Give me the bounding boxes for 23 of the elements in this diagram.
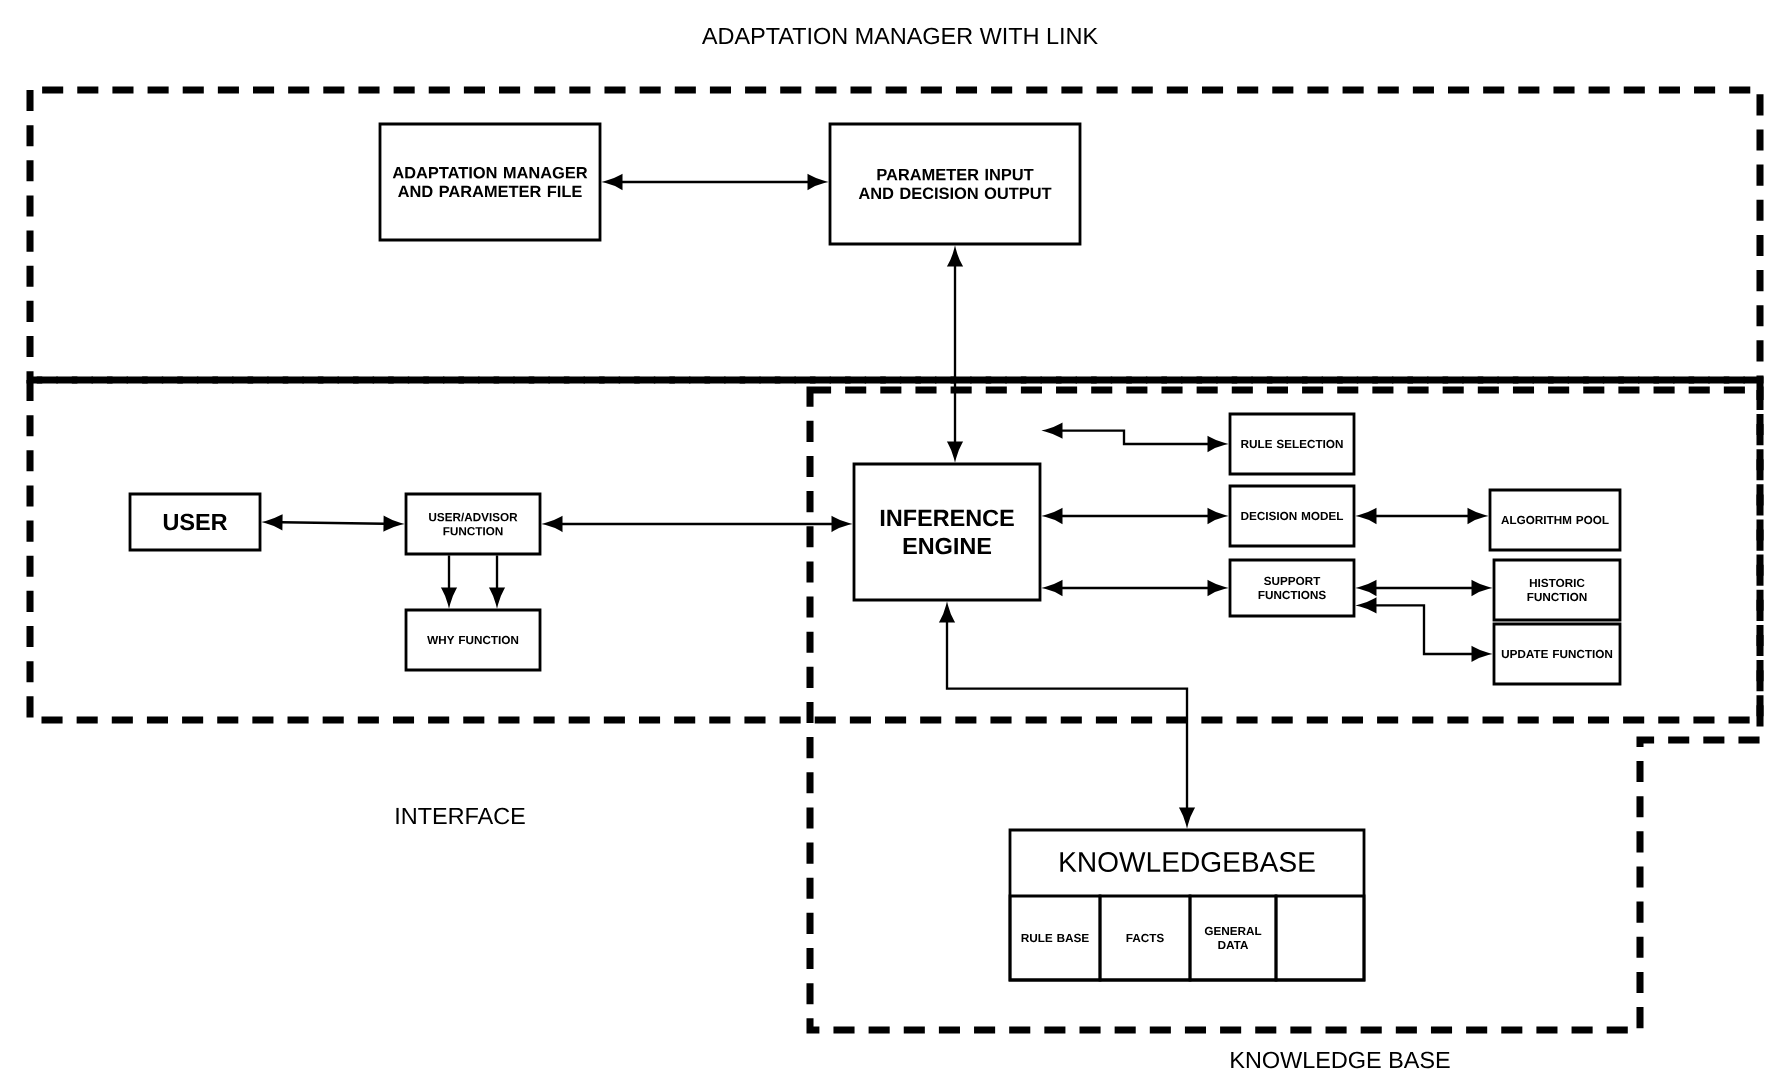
region-title: ADAPTATION MANAGER WITH LINK (701, 27, 1098, 45)
arrow (1044, 508, 1226, 524)
arrow (1044, 580, 1226, 596)
region-label: INTERFACE (396, 807, 525, 825)
arrow (1044, 423, 1226, 452)
process-box: USER (128, 492, 262, 552)
arrow (604, 174, 826, 190)
arrow (489, 555, 505, 606)
arrow (939, 604, 1195, 826)
region-label: KNOWLEDGE BASE (1231, 1051, 1450, 1069)
empty-cell (1274, 894, 1366, 982)
arrow (1358, 580, 1490, 596)
process-box: ADAPTATION MANAGER AND PARAMETER FILE (378, 122, 602, 242)
process-box: INFERENCE ENGINE (852, 462, 1042, 602)
arrow (544, 516, 850, 532)
dashed-region (806, 386, 1764, 1034)
arrow (441, 555, 457, 606)
arrow (1358, 508, 1486, 524)
arrow (1358, 598, 1490, 662)
arrow (264, 514, 402, 531)
process-box: PARAMETER INPUT AND DECISION OUTPUT (828, 122, 1082, 246)
dashed-region (26, 376, 1764, 724)
arrow (947, 248, 963, 460)
